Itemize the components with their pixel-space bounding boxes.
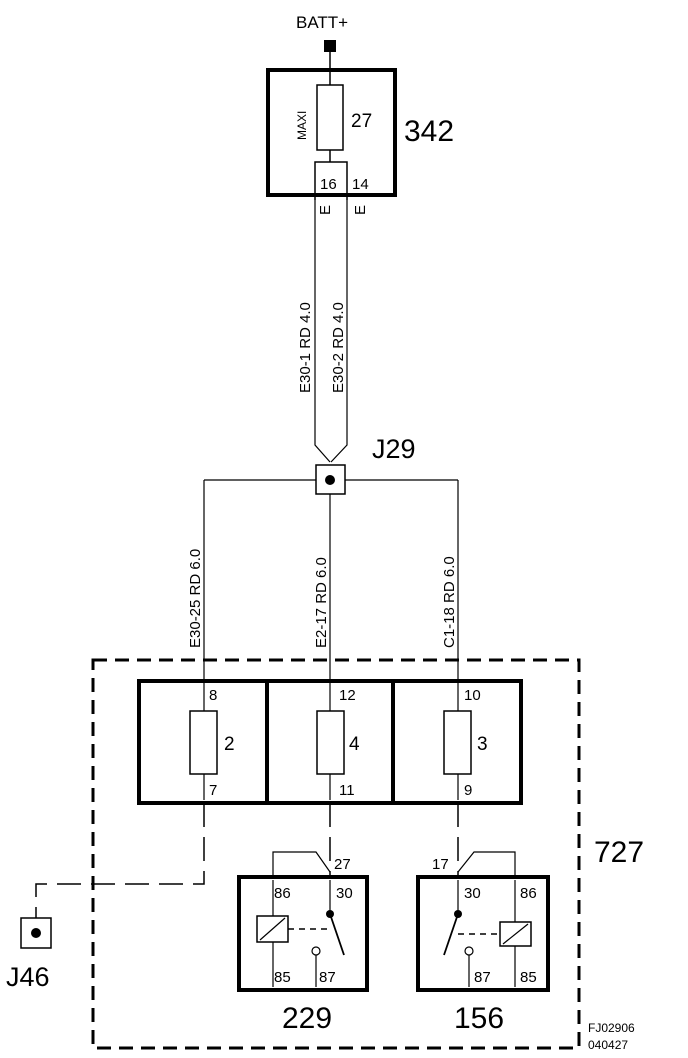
ground-label: J46 [6, 962, 50, 992]
wire-e30-2: E30-2 RD 4.0 [330, 302, 347, 393]
relay-156-id: 156 [454, 1002, 504, 1035]
fuse-4 [316, 710, 345, 775]
pin-14: 14 [352, 176, 369, 193]
figure-code-line-2: 040427 [588, 1038, 628, 1052]
connector-e-right: E [352, 205, 369, 215]
relay-156-contact-87 [464, 946, 474, 956]
fuse-4-number: 4 [349, 734, 360, 755]
relay-156-pin-87: 87 [474, 969, 491, 986]
batt-terminal [324, 40, 336, 52]
pin-16: 16 [320, 176, 337, 193]
relay-156-pin-30: 30 [464, 885, 481, 902]
wire-e2-17: E2-17 RD 6.0 [313, 557, 330, 648]
fuse-4-pin-top: 12 [339, 687, 356, 704]
figure-code-line-1: FJ02906 [588, 1021, 635, 1035]
relay-156-pin-85: 85 [520, 969, 537, 986]
relay-156-pin-86: 86 [520, 885, 537, 902]
maxi-fuse [316, 84, 344, 151]
ground-j46 [20, 917, 52, 949]
ground-j46-dot [31, 928, 41, 938]
batt-label: BATT+ [296, 13, 348, 32]
fuse-box-id: 342 [404, 115, 454, 148]
relay-229-feed-pin: 27 [334, 856, 351, 873]
relay-229-contact-87 [311, 946, 321, 956]
fuse-4-pin-bottom: 11 [339, 782, 355, 799]
fuse-3-number: 3 [477, 734, 488, 755]
fuse-3 [443, 710, 472, 775]
relay-box-727 [91, 658, 581, 1050]
wire-c1-18: C1-18 RD 6.0 [441, 556, 458, 648]
fuse-box-342 [266, 68, 397, 197]
relay-156-feed-pin: 17 [432, 856, 449, 873]
connector-e-left: E [317, 205, 334, 215]
relay-229 [237, 875, 369, 992]
relay-156 [416, 875, 550, 992]
maxi-fuse-number: 27 [351, 111, 372, 132]
fuse-2-number: 2 [224, 734, 235, 755]
relay-229-pin-86: 86 [274, 885, 291, 902]
relay-229-id: 229 [282, 1002, 332, 1035]
relay-229-pin-87: 87 [319, 969, 336, 986]
fuse-2-pin-top: 8 [209, 687, 217, 704]
junction-j29-dot [325, 475, 335, 485]
relay-229-pin-30: 30 [336, 885, 353, 902]
fuse-2-pin-bottom: 7 [209, 782, 217, 799]
wire-e30-25: E30-25 RD 6.0 [187, 549, 204, 648]
maxi-label: MAXI [295, 111, 309, 140]
junction-label: J29 [372, 434, 416, 464]
fuse-2 [189, 710, 218, 775]
fuse-3-pin-top: 10 [464, 687, 481, 704]
wire-e30-1: E30-1 RD 4.0 [297, 302, 314, 393]
relay-229-pin-85: 85 [274, 969, 291, 986]
relay-box-id: 727 [594, 836, 644, 869]
fuse-3-pin-bottom: 9 [464, 782, 472, 799]
